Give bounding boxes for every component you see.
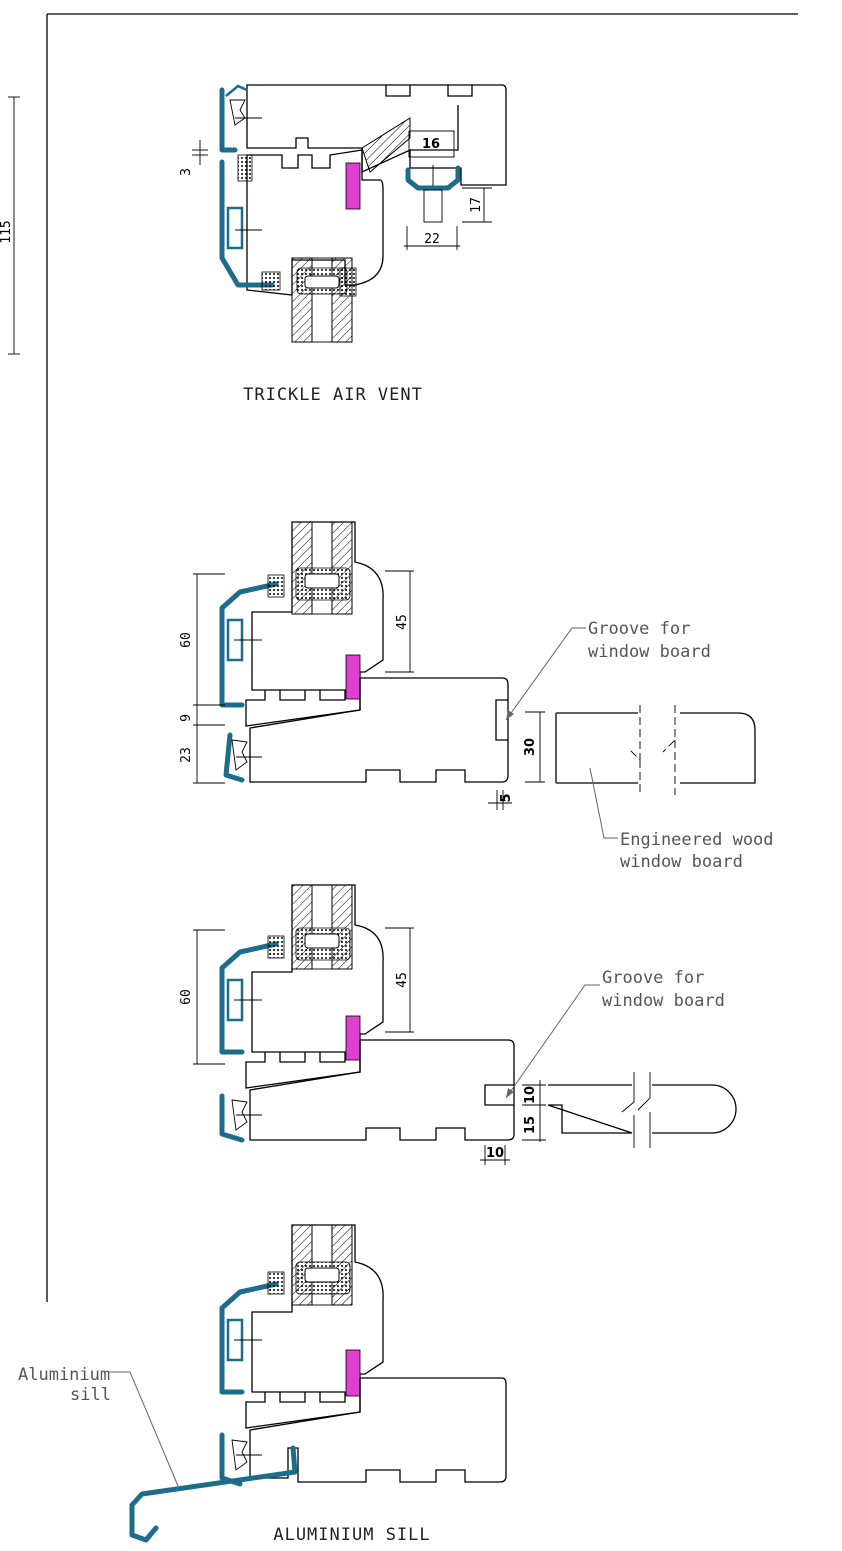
section-groove-board: 60 45 10 15 10 Groove for window — [179, 884, 737, 1165]
frame-border — [46, 13, 798, 1302]
svg-text:45: 45 — [395, 972, 410, 988]
svg-text:30: 30 — [523, 738, 538, 756]
svg-text:sill: sill — [70, 1385, 111, 1405]
svg-text:10: 10 — [523, 1086, 538, 1104]
sill-profile-3 — [249, 1039, 515, 1141]
svg-text:23: 23 — [179, 747, 194, 763]
alu-cladding-2 — [219, 581, 279, 708]
svg-text:60: 60 — [179, 989, 194, 1005]
svg-text:5: 5 — [499, 793, 514, 802]
frame-profile-4 — [245, 1224, 384, 1429]
dimension-10-bottom: 10 — [480, 1145, 510, 1165]
gasket-3 — [345, 1015, 361, 1061]
gasket-2 — [345, 654, 361, 700]
label-groove-2: Groove for — [602, 968, 704, 988]
alu-cladding-4 — [219, 1281, 279, 1395]
svg-text:window board: window board — [620, 852, 743, 872]
glazing-seal — [339, 267, 357, 297]
dimension-60-2: 60 9 23 — [179, 573, 225, 784]
alu-cladding-trickle — [219, 87, 275, 288]
svg-text:45: 45 — [395, 614, 410, 630]
svg-text:10: 10 — [486, 1146, 504, 1161]
frame-profile-2 — [245, 521, 384, 727]
svg-text:window board: window board — [588, 642, 711, 662]
dimension-45-3: 45 — [385, 927, 414, 1033]
dimension-5: 5 — [488, 790, 514, 810]
sill-profile-4 — [249, 1377, 507, 1483]
sill-profile-2 — [249, 677, 509, 783]
svg-text:60: 60 — [179, 632, 194, 648]
dim-16-label: 16 — [422, 137, 440, 152]
dimension-22: 22 — [404, 226, 460, 250]
dimension-30: 30 — [523, 711, 545, 783]
label-aluminium-sill: ALUMINIUM SILL — [273, 1525, 430, 1545]
vent-box — [408, 130, 455, 158]
engineered-window-board — [556, 712, 756, 784]
svg-text:9: 9 — [179, 714, 194, 722]
dim-115-label: 115 — [0, 220, 14, 243]
label-trickle-air-vent: TRICKLE AIR VENT — [243, 385, 423, 405]
vent-clip — [405, 165, 461, 191]
frame-profile-3 — [245, 884, 384, 1089]
svg-text:3: 3 — [179, 168, 194, 176]
grooved-window-board — [547, 1084, 737, 1134]
dimension-115: 115 — [0, 96, 20, 355]
dimension-45-2: 45 — [385, 570, 414, 673]
section-trickle-vent: 3 16 17 22 TRICKLE AIR VENT — [179, 84, 507, 405]
aluminium-sill — [129, 1445, 298, 1543]
alu-cladding-3 — [219, 941, 279, 1055]
svg-text:15: 15 — [523, 1116, 538, 1134]
dimension-60-3: 60 — [179, 929, 225, 1065]
dimension-15-10: 10 15 — [522, 1080, 546, 1142]
svg-text:17: 17 — [469, 197, 484, 213]
vent-channel — [361, 117, 411, 173]
dimension-3: 3 — [179, 140, 208, 176]
vent-stem — [423, 189, 443, 223]
label-aluminium: Aluminium — [18, 1365, 110, 1385]
sash-profile-top — [246, 84, 507, 186]
svg-text:22: 22 — [424, 232, 440, 247]
seal-trickle — [237, 154, 253, 182]
gasket-trickle — [345, 162, 361, 210]
dimension-17: 17 — [462, 187, 492, 223]
section-aluminium-sill: Aluminium sill ALUMINIUM SILL — [18, 1224, 507, 1545]
svg-text:window board: window board — [602, 991, 725, 1011]
label-engineered-wood: Engineered wood — [620, 830, 774, 850]
gasket-4 — [345, 1349, 361, 1397]
label-groove-1: Groove for — [588, 619, 690, 639]
section-engineered-board: 60 9 23 45 30 5 Groove for — [179, 521, 774, 872]
